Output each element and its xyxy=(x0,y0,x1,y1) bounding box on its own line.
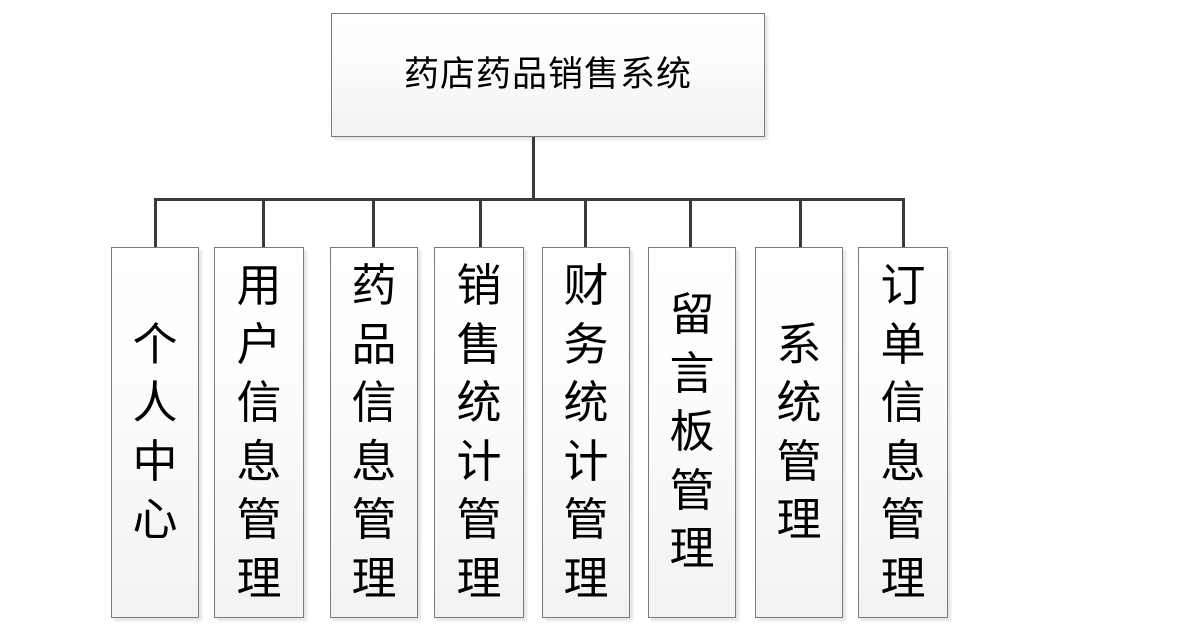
leaf-node-7[interactable]: 系统管理 xyxy=(755,247,843,618)
leaf-label-char: 统 xyxy=(776,376,822,429)
leaf-label-char: 订 xyxy=(880,259,926,312)
leaf-label-char: 计 xyxy=(563,434,609,488)
leaf-label-char: 信 xyxy=(880,376,926,429)
connector-drop-3 xyxy=(372,198,375,248)
leaf-label-char: 个 xyxy=(132,317,178,371)
root-node-pharmacy-sales-system[interactable]: 药店药品销售系统 xyxy=(331,13,765,137)
leaf-label-char: 销 xyxy=(456,259,502,312)
connector-drop-7 xyxy=(799,198,802,248)
leaf-label-char: 单 xyxy=(880,317,926,371)
leaf-node-label: 用户信息管理 xyxy=(236,257,281,608)
leaf-node-2[interactable]: 用户信息管理 xyxy=(214,247,304,618)
leaf-node-label: 财务统计管理 xyxy=(563,257,608,608)
leaf-label-char: 管 xyxy=(669,463,715,517)
leaf-label-char: 板 xyxy=(669,405,715,459)
leaf-label-char: 心 xyxy=(132,493,178,546)
leaf-label-char: 售 xyxy=(456,317,502,371)
leaf-label-char: 中 xyxy=(132,434,178,488)
leaf-label-char: 管 xyxy=(563,493,609,546)
leaf-label-char: 计 xyxy=(456,434,502,488)
leaf-label-char: 人 xyxy=(132,376,178,429)
leaf-label-char: 统 xyxy=(563,376,609,429)
leaf-label-char: 用 xyxy=(236,259,282,312)
leaf-label-char: 理 xyxy=(563,551,609,605)
leaf-label-char: 言 xyxy=(669,346,715,400)
connector-drop-4 xyxy=(479,198,482,248)
leaf-label-char: 理 xyxy=(669,522,715,576)
leaf-label-char: 务 xyxy=(563,317,609,371)
leaf-label-char: 息 xyxy=(880,434,926,488)
leaf-node-label: 系统管理 xyxy=(776,316,821,550)
connector-drop-8 xyxy=(902,198,905,248)
leaf-label-char: 管 xyxy=(776,434,822,488)
leaf-label-char: 息 xyxy=(236,434,282,488)
leaf-label-char: 理 xyxy=(776,493,822,546)
leaf-label-char: 信 xyxy=(236,376,282,429)
leaf-label-char: 理 xyxy=(880,551,926,605)
leaf-label-char: 理 xyxy=(351,551,397,605)
leaf-label-char: 品 xyxy=(351,317,397,371)
connector-drop-5 xyxy=(584,198,587,248)
leaf-label-char: 理 xyxy=(236,551,282,605)
leaf-label-char: 财 xyxy=(563,259,609,312)
leaf-node-8[interactable]: 订单信息管理 xyxy=(858,247,948,618)
connector-horizontal-bus xyxy=(155,198,904,201)
leaf-label-char: 理 xyxy=(456,551,502,605)
leaf-label-char: 系 xyxy=(776,317,822,371)
leaf-node-1[interactable]: 个人中心 xyxy=(111,247,199,618)
leaf-label-char: 户 xyxy=(236,317,282,371)
leaf-node-label: 留言板管理 xyxy=(669,286,714,579)
leaf-label-char: 管 xyxy=(236,493,282,546)
leaf-node-5[interactable]: 财务统计管理 xyxy=(542,247,630,618)
leaf-node-label: 药品信息管理 xyxy=(351,257,396,608)
leaf-label-char: 信 xyxy=(351,376,397,429)
connector-drop-6 xyxy=(689,198,692,248)
leaf-node-label: 销售统计管理 xyxy=(456,257,501,608)
root-node-label: 药店药品销售系统 xyxy=(403,54,692,95)
leaf-label-char: 管 xyxy=(880,493,926,546)
connector-drop-1 xyxy=(154,198,157,248)
leaf-label-char: 管 xyxy=(456,493,502,546)
leaf-node-label: 个人中心 xyxy=(132,316,177,550)
leaf-node-6[interactable]: 留言板管理 xyxy=(648,247,736,618)
leaf-node-label: 订单信息管理 xyxy=(880,257,925,608)
leaf-node-4[interactable]: 销售统计管理 xyxy=(434,247,524,618)
leaf-node-3[interactable]: 药品信息管理 xyxy=(330,247,418,618)
leaf-label-char: 药 xyxy=(351,259,397,312)
leaf-label-char: 统 xyxy=(456,376,502,429)
leaf-label-char: 管 xyxy=(351,493,397,546)
leaf-label-char: 留 xyxy=(669,288,715,342)
connector-root-stem xyxy=(532,137,535,200)
leaf-label-char: 息 xyxy=(351,434,397,488)
connector-drop-2 xyxy=(262,198,265,248)
